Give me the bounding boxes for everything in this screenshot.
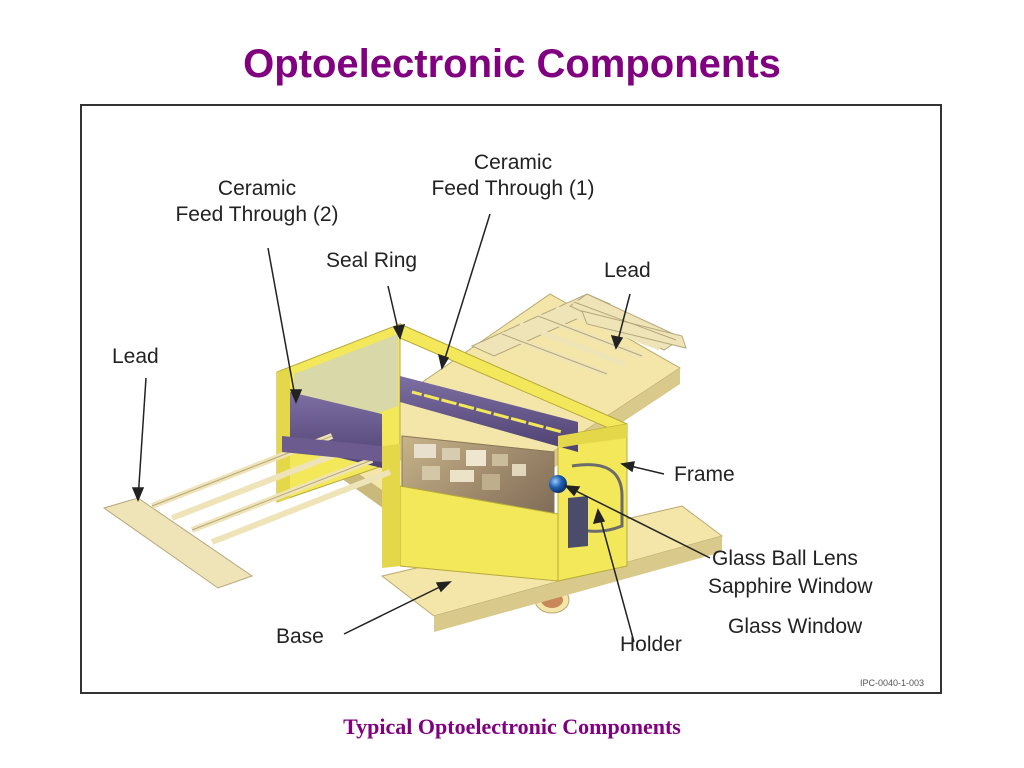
label-ceramic-feed-through-2: Ceramic Feed Through (2)	[142, 176, 372, 228]
label-lead-left: Lead	[112, 345, 159, 368]
figure-id: IPC-0040-1-003	[860, 678, 925, 688]
figure-caption: Typical Optoelectronic Components	[343, 714, 681, 739]
label-frame: Frame	[674, 463, 735, 486]
lead-left	[102, 433, 392, 589]
glass-ball-lens	[549, 475, 567, 493]
diagram-figure: Ceramic Feed Through (2) Ceramic Feed Th…	[80, 104, 942, 694]
label-glass-window: Glass Window	[728, 615, 863, 638]
label-lead-right: Lead	[604, 259, 651, 282]
label-seal-ring: Seal Ring	[326, 249, 418, 272]
callout-lines	[131, 213, 711, 643]
label-ceramic-feed-through-2-line2: Feed Through (2)	[175, 203, 339, 226]
lead-right	[470, 293, 687, 377]
package-illustration	[102, 213, 724, 643]
slide-title: Optoelectronic Components	[243, 42, 781, 86]
label-ceramic-feed-through-2-line1: Ceramic	[217, 177, 297, 200]
label-base: Base	[276, 625, 324, 648]
label-glass-ball-lens: Glass Ball Lens	[712, 547, 858, 570]
label-ceramic-feed-through-1-line2: Feed Through (1)	[431, 177, 595, 200]
holder	[568, 463, 624, 548]
label-holder: Holder	[620, 633, 682, 656]
label-ceramic-feed-through-1-line1: Ceramic	[473, 151, 553, 174]
label-sapphire-window: Sapphire Window	[708, 575, 873, 598]
label-ceramic-feed-through-1: Ceramic Feed Through (1)	[398, 150, 628, 202]
circuit-detail	[414, 444, 526, 490]
package-body	[276, 323, 628, 582]
